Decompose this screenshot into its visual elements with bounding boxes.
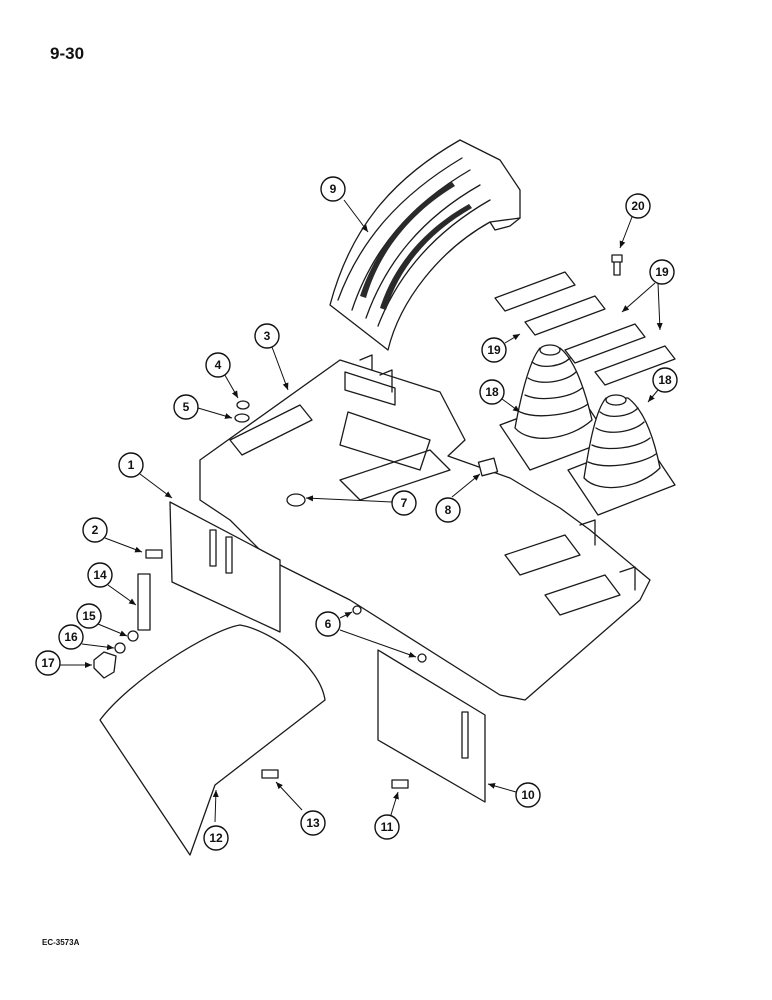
svg-text:3: 3 [264, 329, 271, 343]
svg-text:6: 6 [325, 617, 332, 631]
svg-text:15: 15 [82, 609, 96, 623]
callout-18-left: 18 [479, 379, 505, 405]
callout-7: 7 [391, 490, 417, 516]
leader-lines [60, 199, 663, 823]
svg-text:18: 18 [658, 373, 672, 387]
callout-1: 1 [118, 452, 144, 478]
svg-text:9: 9 [330, 182, 337, 196]
callout-3: 3 [254, 323, 280, 349]
spacer-part [286, 457, 499, 507]
drawing-code: EC-3573A [42, 938, 80, 947]
fastener-parts [93, 630, 139, 679]
svg-text:16: 16 [64, 630, 78, 644]
svg-text:17: 17 [41, 656, 55, 670]
callout-2: 2 [82, 517, 108, 543]
callout-15: 15 [76, 603, 102, 629]
callout-4: 4 [205, 352, 231, 378]
grommet-parts [234, 400, 250, 423]
seal-strip-parts [494, 271, 676, 386]
svg-text:10: 10 [521, 788, 535, 802]
floor-cover-part [99, 624, 326, 856]
svg-text:12: 12 [209, 831, 223, 845]
callout-11: 11 [374, 814, 400, 840]
svg-text:14: 14 [93, 568, 107, 582]
lever-boot-part-right [567, 394, 676, 516]
retaining-clip-part [137, 573, 151, 631]
callout-19-right: 19 [649, 259, 675, 285]
left-side-panel-part [169, 501, 281, 633]
callout-9: 9 [320, 176, 346, 202]
svg-text:4: 4 [215, 358, 222, 372]
callout-20: 20 [625, 193, 651, 219]
right-side-panel-part [377, 649, 486, 803]
page-number: 9-30 [50, 44, 85, 63]
callout-8: 8 [435, 497, 461, 523]
callout-12: 12 [203, 825, 229, 851]
svg-text:20: 20 [631, 199, 645, 213]
plug-parts [352, 605, 427, 663]
callout-17: 17 [35, 650, 61, 676]
svg-text:5: 5 [183, 400, 190, 414]
svg-text:11: 11 [381, 820, 394, 834]
callout-18-right: 18 [652, 367, 678, 393]
screw-part [611, 254, 623, 276]
console-cover-part [329, 139, 521, 351]
svg-text:19: 19 [487, 343, 501, 357]
callout-16: 16 [58, 624, 84, 650]
callout-14: 14 [87, 562, 113, 588]
svg-text:19: 19 [655, 265, 669, 279]
bolt-parts-lower [261, 769, 409, 789]
svg-text:13: 13 [306, 816, 320, 830]
svg-text:7: 7 [401, 496, 408, 510]
svg-text:8: 8 [445, 503, 452, 517]
callout-13: 13 [300, 810, 326, 836]
callout-5: 5 [173, 394, 199, 420]
svg-text:18: 18 [485, 385, 499, 399]
bolt-part [145, 549, 163, 559]
svg-text:2: 2 [92, 523, 99, 537]
callout-19-left: 19 [481, 337, 507, 363]
callout-10: 10 [515, 782, 541, 808]
callout-6: 6 [315, 611, 341, 637]
svg-text:1: 1 [128, 458, 135, 472]
